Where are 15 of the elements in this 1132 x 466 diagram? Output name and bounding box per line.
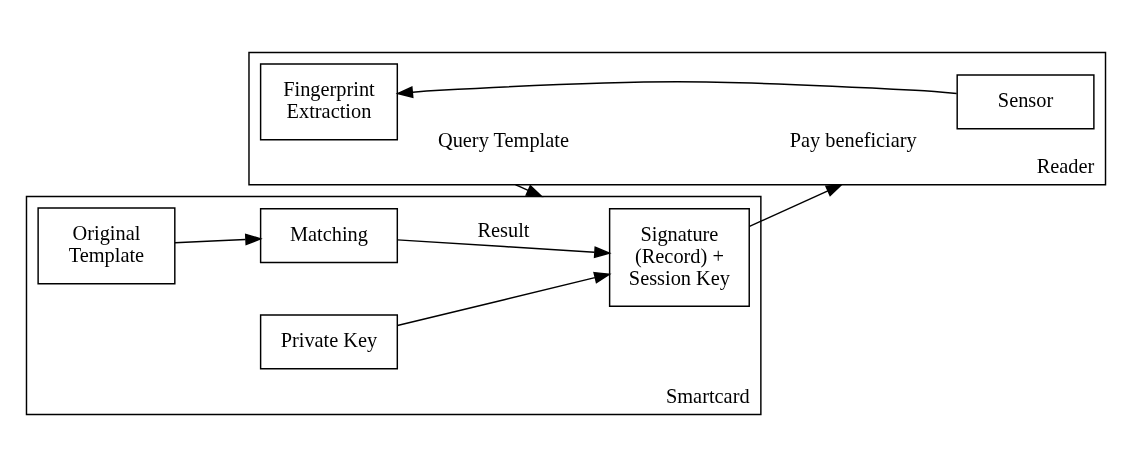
node-box: Original Template bbox=[37, 206, 176, 284]
node-box: Private Key bbox=[259, 313, 399, 369]
arrow bbox=[396, 238, 612, 258]
edge-label: Result bbox=[477, 218, 530, 241]
arrow bbox=[748, 183, 844, 227]
arrow bbox=[514, 183, 544, 197]
node-box: Signature (Record) + Session Key bbox=[608, 207, 750, 307]
arrow bbox=[395, 80, 958, 98]
arrow bbox=[174, 232, 263, 246]
edge-label: Query Template bbox=[437, 128, 569, 151]
node-box: Matching bbox=[259, 207, 399, 263]
node-box: Sensor bbox=[956, 73, 1095, 130]
edge-label: Pay beneficiary bbox=[789, 128, 917, 151]
node-box: Fingerprint Extraction bbox=[259, 62, 399, 140]
arrow bbox=[396, 271, 612, 326]
